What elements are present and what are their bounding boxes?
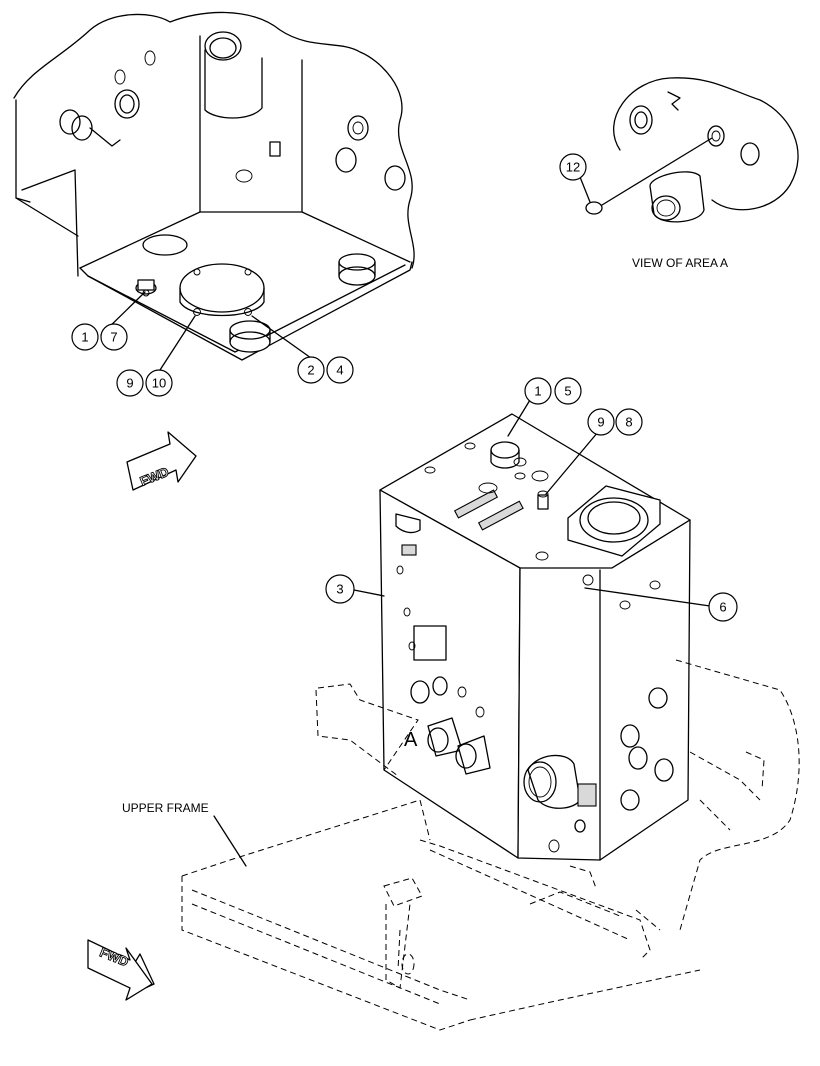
view-of-area-label: VIEW OF AREA A	[632, 256, 728, 270]
callout-1-7: 1 7	[71, 323, 128, 351]
fwd-arrow-top: FWD	[126, 431, 197, 491]
callout-1-main: 1	[534, 384, 541, 399]
area-a-letter: A	[404, 729, 418, 751]
callout-2: 2	[307, 363, 314, 378]
callout-10: 10	[152, 376, 166, 391]
hydraulic-tank-main	[379, 413, 691, 861]
callout-9: 9	[126, 376, 133, 391]
callout-9-8: 9 8	[587, 408, 643, 436]
callout-12-label: 12	[566, 160, 580, 175]
leader-lines-main	[213, 399, 711, 867]
callout-7: 7	[110, 330, 117, 345]
callout-1-5: 1 5	[524, 377, 582, 405]
upper-frame-label: UPPER FRAME	[122, 801, 209, 815]
callout-2-4: 2 4	[297, 356, 354, 384]
callout-8: 8	[625, 415, 632, 430]
callout-4: 4	[336, 363, 343, 378]
callout-6-label: 6	[719, 600, 726, 615]
callout-6: 6	[708, 592, 738, 622]
fwd-arrow-bottom: FWD	[87, 939, 155, 1001]
callout-12: 12	[559, 153, 587, 181]
callout-5: 5	[564, 384, 571, 399]
tank-bottom-detail	[13, 11, 415, 361]
callout-9-10: 9 10	[116, 369, 173, 397]
callout-3: 3	[325, 574, 355, 604]
callout-3-label: 3	[336, 582, 343, 597]
view-of-area-a-detail	[579, 77, 799, 223]
callout-1: 1	[81, 330, 88, 345]
callout-9-main: 9	[597, 415, 604, 430]
upper-frame-outline	[181, 659, 800, 1031]
